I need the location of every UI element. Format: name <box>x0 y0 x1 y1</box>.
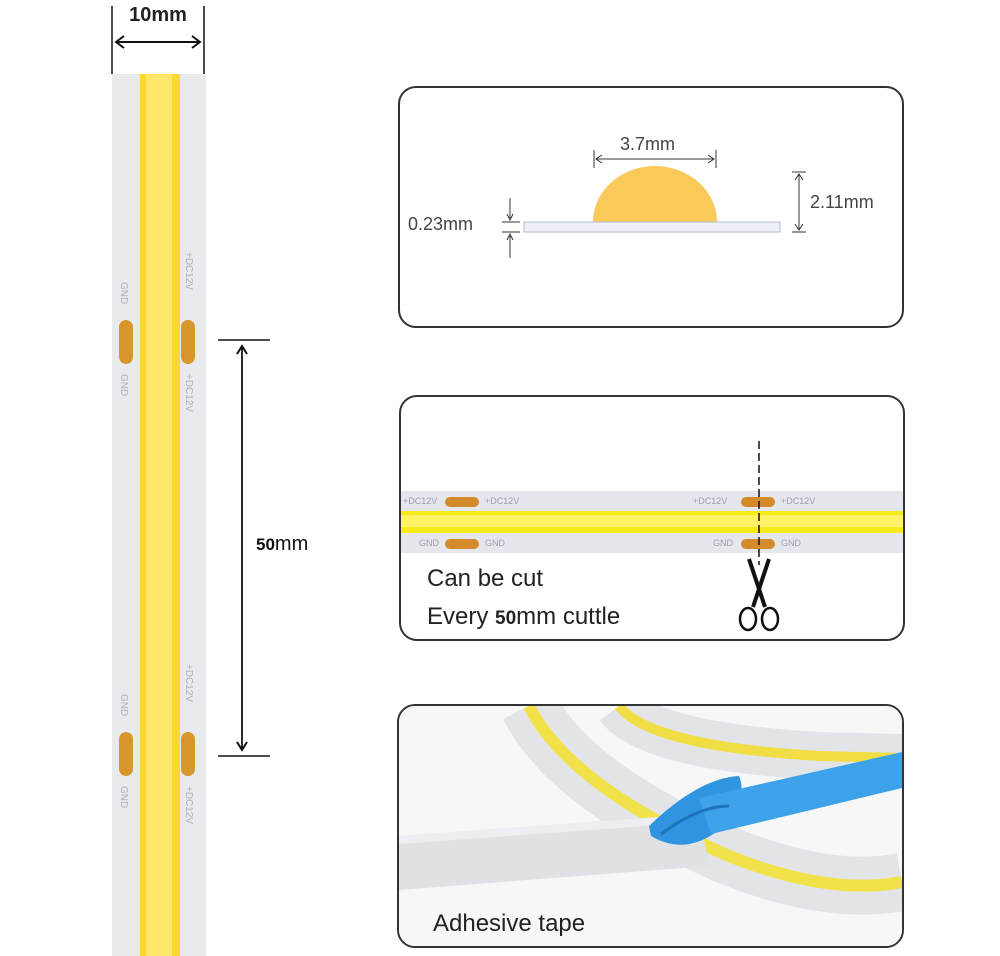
solder-pad <box>445 539 479 549</box>
cross-section-panel: 3.7mm 2.11mm 0.23mm <box>398 86 904 328</box>
base-thickness-label: 0.23mm <box>408 214 474 234</box>
gnd-print: GND <box>118 694 129 717</box>
cob-width-label: 3.7mm <box>620 134 676 154</box>
cut-caption-line2: Every 50mm cuttle <box>427 603 620 631</box>
gnd-print: GND <box>485 538 505 548</box>
solder-pad-dc-bottom <box>181 732 195 776</box>
solder-pad-dc-top <box>181 320 195 364</box>
solder-pad-gnd-top <box>119 320 133 364</box>
cut-caption-number: 50 <box>495 608 517 629</box>
cut-panel: +DC12V +DC12V GND GND +DC12V +DC12V GND … <box>399 395 905 641</box>
cob-led-highlight <box>401 515 903 527</box>
gnd-print: GND <box>781 538 801 548</box>
total-height-label: 2.11mm <box>810 192 874 212</box>
gnd-print: GND <box>118 282 129 305</box>
cut-caption-line1: Can be cut <box>427 565 544 592</box>
dc-print: +DC12V <box>183 252 194 291</box>
cross-section-diagram <box>502 150 806 258</box>
dc-print: +DC12V <box>485 496 520 506</box>
adhesive-caption: Adhesive tape <box>433 910 586 937</box>
gnd-print: GND <box>118 786 129 809</box>
gnd-print: GND <box>118 374 129 397</box>
spacing-number: 50 <box>256 535 275 554</box>
cob-led-highlight <box>146 74 172 956</box>
gnd-print: GND <box>713 538 733 548</box>
width-arrow-icon <box>111 6 205 74</box>
dc-print: +DC12V <box>183 664 194 703</box>
dc-print: +DC12V <box>781 496 816 506</box>
solder-pad <box>445 497 479 507</box>
spacing-arrow-icon <box>218 339 270 757</box>
cut-caption-suffix: mm cuttle <box>516 603 621 630</box>
spacing-label: 50mm <box>256 533 308 556</box>
scissors-icon <box>738 558 780 632</box>
cut-line-icon <box>758 441 760 565</box>
solder-pad <box>741 539 775 549</box>
adhesive-panel: Adhesive tape <box>397 704 904 948</box>
dc-print: +DC12V <box>693 496 728 506</box>
dc-print: +DC12V <box>183 374 194 413</box>
cut-caption-prefix: Every <box>427 603 489 630</box>
gnd-print: GND <box>419 538 439 548</box>
strip-width-dimension: 10mm <box>108 0 208 74</box>
dc-print: +DC12V <box>403 496 438 506</box>
dc-print: +DC12V <box>183 786 194 825</box>
spacing-unit: mm <box>274 533 309 555</box>
strip-width-label: 10mm <box>129 4 187 26</box>
solder-pad <box>741 497 775 507</box>
solder-pad-gnd-bottom <box>119 732 133 776</box>
adhesive-tape-photo <box>399 706 902 946</box>
